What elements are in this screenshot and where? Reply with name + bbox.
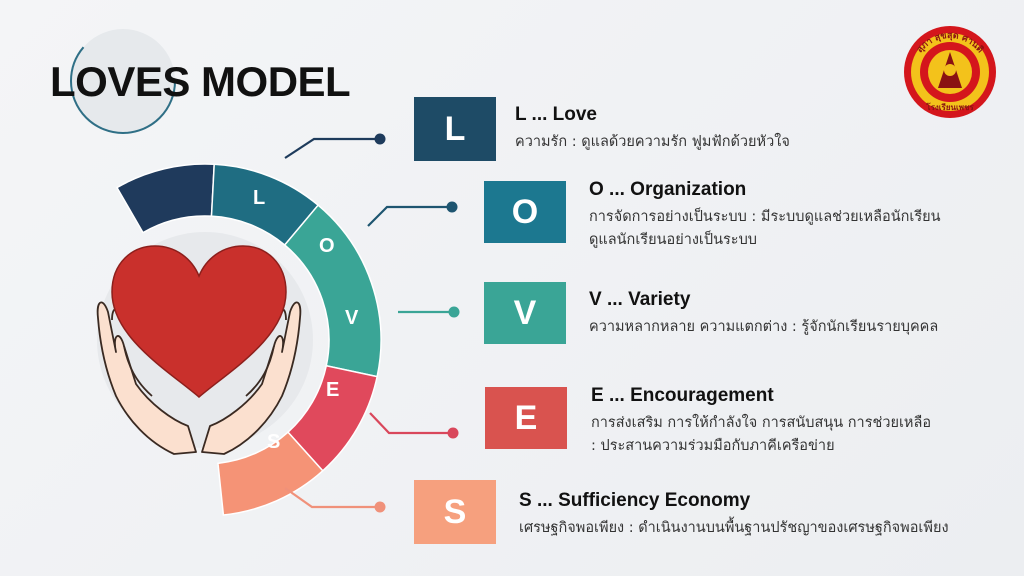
- letter-box-L: L: [414, 97, 496, 161]
- item-title-S: S ... Sufficiency Economy: [519, 490, 751, 511]
- item-desc-O-line-1: การจัดการอย่างเป็นระบบ : มีระบบดูแลช่วยเ…: [589, 209, 941, 225]
- letter-box-O: O: [484, 181, 566, 243]
- arc-letter-S: S: [267, 431, 280, 453]
- item-title-O: O ... Organization: [589, 179, 747, 200]
- connector-dot-E: [447, 427, 459, 439]
- decorative-circle: [70, 28, 176, 134]
- arc-letter-L: L: [253, 187, 265, 209]
- arc-segment-S: [217, 431, 324, 516]
- heart-icon: [111, 245, 287, 398]
- connector-lines: [284, 133, 460, 513]
- connector-dot-L: [374, 133, 386, 145]
- item-desc-V-line-1: ความหลากหลาย ความแตกต่าง : รู้จักนักเรีย…: [589, 319, 939, 335]
- item-title-V: V ... Variety: [589, 289, 691, 310]
- arc-segments: [115, 163, 382, 516]
- connector-S: [284, 487, 378, 509]
- connector-dot-S: [374, 501, 386, 513]
- item-desc-E-line-2: : ประสานความร่วมมือกับภาคีเครือข่าย: [591, 438, 835, 454]
- arc-letter-V: V: [345, 307, 359, 329]
- item-desc-O-line-2: ดูแลนักเรียนอย่างเป็นระบบ: [589, 232, 757, 248]
- logo-emblem-icon: [904, 26, 996, 118]
- item-desc-S-line-1: เศรษฐกิจพอเพียง : ดำเนินงานบนพื้นฐานปรัช…: [519, 520, 949, 536]
- arc-segment-L: [115, 163, 215, 234]
- item-desc-E-line-1: การส่งเสริม การให้กำลังใจ การสนับสนุน กา…: [591, 415, 932, 431]
- item-title-E: E ... Encouragement: [591, 385, 774, 406]
- logo-bottom-text: โรงเรียนเพชร: [925, 102, 974, 112]
- connector-L: [284, 137, 378, 159]
- letter-box-V: V: [484, 282, 566, 344]
- connector-E: [369, 412, 451, 435]
- letter-box-E: E: [485, 387, 567, 449]
- connector-O: [367, 205, 450, 227]
- item-desc-L-line-1: ความรัก : ดูแลด้วยความรัก ฟูมฟักด้วยหัวใ…: [515, 134, 790, 150]
- item-title-L: L ... Love: [515, 104, 598, 125]
- arc-letter-E: E: [326, 379, 339, 401]
- arc-letter-O: O: [319, 235, 335, 257]
- connector-dot-O: [446, 201, 458, 213]
- letter-box-S: S: [414, 480, 496, 544]
- school-logo: สุภา สุขสุด ศานติ โรงเรียนเพชร: [904, 26, 996, 118]
- connector-dot-V: [448, 306, 460, 318]
- page-title: LOVES MODEL: [50, 58, 351, 105]
